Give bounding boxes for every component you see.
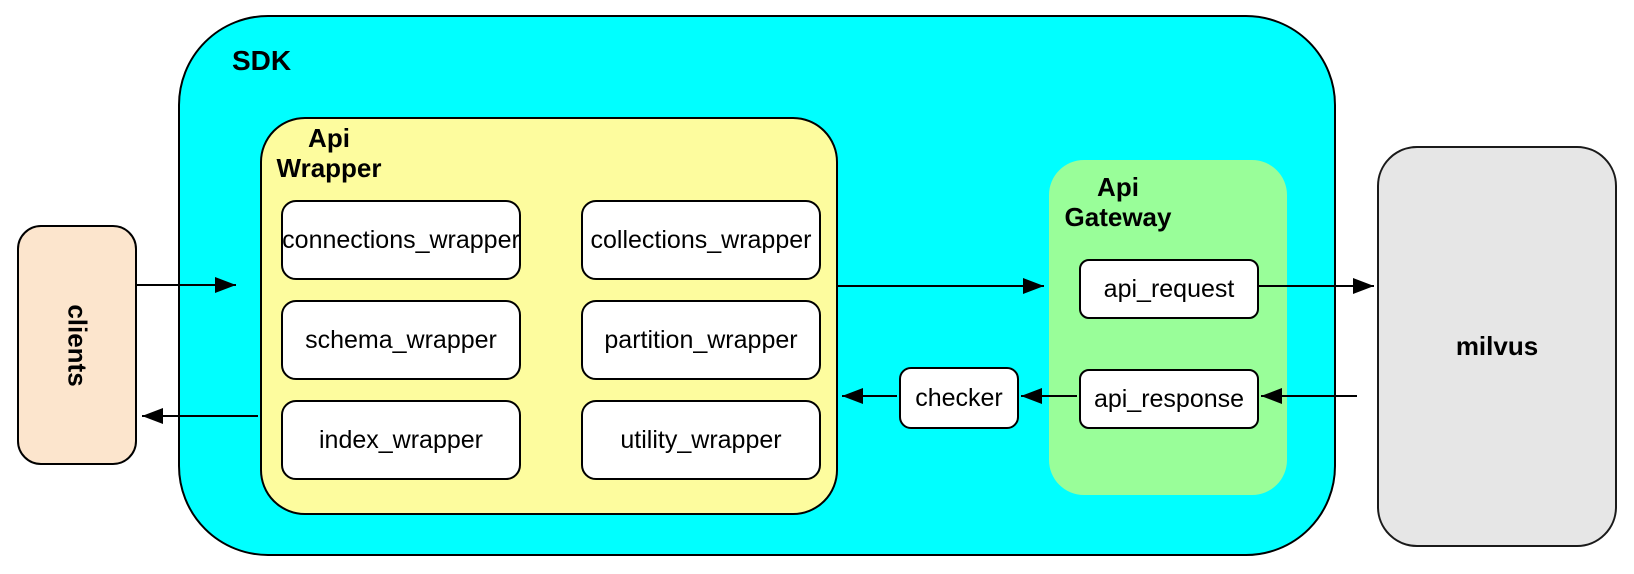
api-wrapper-label: Api Wrapper (270, 123, 388, 183)
clients-label: clients (62, 303, 93, 387)
api-gateway-label-line1: Api (1097, 172, 1139, 202)
module-schema-wrapper: schema_wrapper (281, 300, 521, 380)
sdk-label: SDK (232, 45, 292, 76)
checker-box: checker (899, 367, 1019, 429)
module-utility-wrapper: utility_wrapper (581, 400, 821, 480)
wrapper-modules-grid: connections_wrapper collections_wrapper … (281, 200, 821, 480)
api-gateway-container: Api Gateway api_request api_response (1049, 160, 1287, 495)
api-response-box: api_response (1079, 369, 1259, 429)
module-connections-wrapper: connections_wrapper (281, 200, 521, 280)
module-index-wrapper: index_wrapper (281, 400, 521, 480)
api-gateway-label: Api Gateway (1055, 172, 1181, 232)
clients-box: clients (17, 225, 137, 465)
module-partition-wrapper: partition_wrapper (581, 300, 821, 380)
milvus-box: milvus (1377, 146, 1617, 547)
sdk-container: SDK Api Wrapper connections_wrapper coll… (178, 15, 1336, 556)
api-wrapper-label-line1: Api (308, 123, 350, 153)
api-wrapper-container: Api Wrapper connections_wrapper collecti… (260, 117, 838, 515)
api-wrapper-label-line2: Wrapper (276, 153, 382, 183)
api-request-box: api_request (1079, 259, 1259, 319)
api-gateway-label-line2: Gateway (1064, 202, 1172, 232)
module-collections-wrapper: collections_wrapper (581, 200, 821, 280)
